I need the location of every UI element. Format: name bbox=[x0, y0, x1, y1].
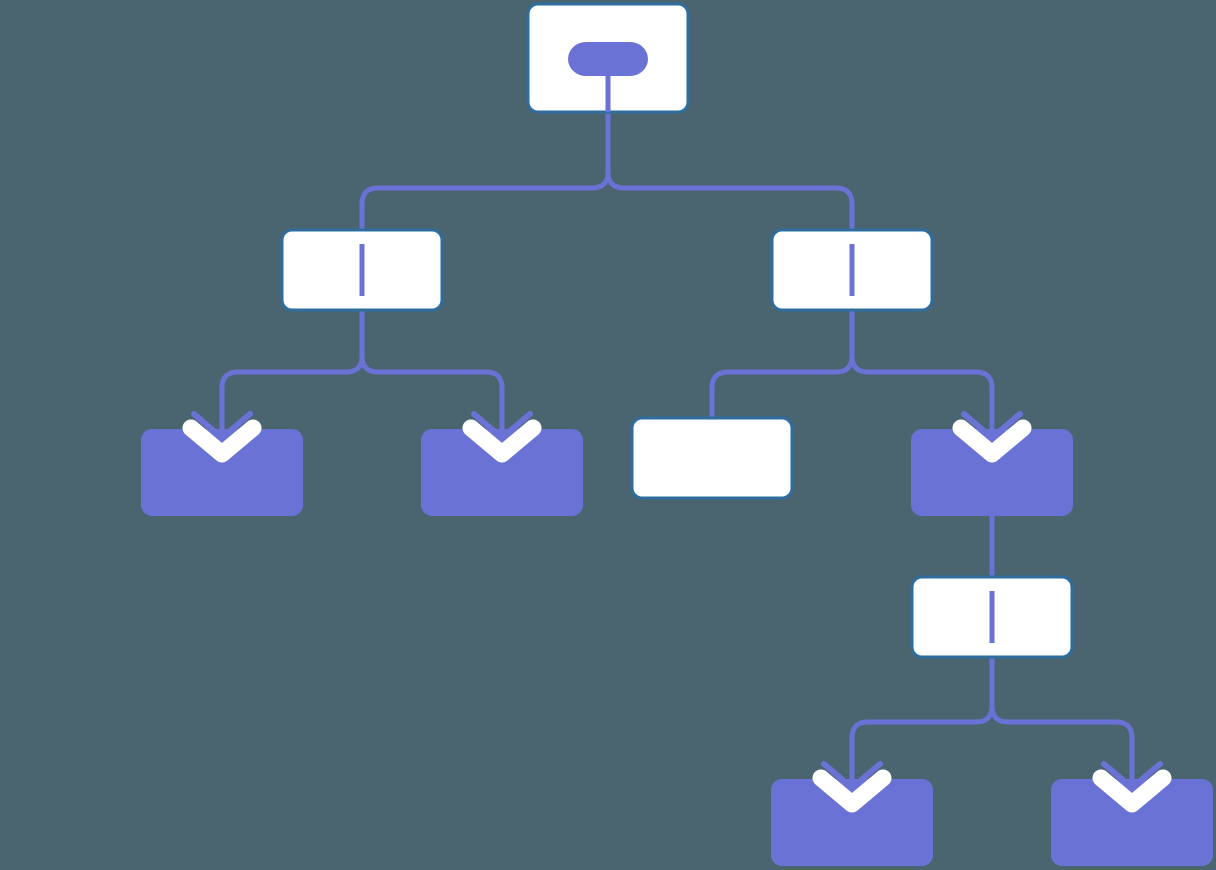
root-node[interactable] bbox=[526, 2, 690, 114]
edge-level2-left-to-leaf-b-arrowhead-highlight bbox=[462, 419, 542, 463]
edge-level4-to-leaf-b-arrowhead-highlight bbox=[1092, 769, 1172, 813]
edge-level4-to-leaf-a-arrowhead-highlight bbox=[812, 769, 892, 813]
level5-leaf-b[interactable] bbox=[1051, 779, 1213, 866]
edge-level2-right-to-branch-node bbox=[849, 294, 995, 438]
edge-level2-right-to-branch-node-arrowhead-highlight bbox=[952, 419, 1032, 463]
edge-level4-to-leaf-a-arrowhead-point bbox=[821, 761, 883, 791]
level3-branch-node[interactable] bbox=[911, 429, 1073, 516]
arrowhead-layer bbox=[182, 411, 1172, 813]
level5-leaf-b-box[interactable] bbox=[1051, 779, 1213, 866]
level3-branch-node-box[interactable] bbox=[911, 429, 1073, 516]
level3-leaf-b[interactable] bbox=[421, 429, 583, 516]
level2-right-node[interactable] bbox=[770, 228, 934, 312]
level5-leaf-a-box[interactable] bbox=[771, 779, 933, 866]
node-layer bbox=[141, 2, 1213, 866]
level4-node[interactable] bbox=[910, 575, 1074, 659]
edge-level4-to-leaf-b-arrowhead bbox=[1092, 761, 1172, 813]
edge-level2-right-to-branch-node-arrowhead-point bbox=[961, 411, 1023, 441]
level3-leaf-a-box[interactable] bbox=[141, 429, 303, 516]
edge-level2-left-to-leaf-b bbox=[359, 294, 505, 438]
level2-left-node-inner-stem bbox=[359, 244, 365, 296]
edge-level2-left-to-leaf-a-arrowhead-highlight bbox=[182, 419, 262, 463]
level2-left-node[interactable] bbox=[280, 228, 444, 312]
level3-white-node[interactable] bbox=[630, 416, 794, 500]
level4-node-inner-stem bbox=[989, 591, 995, 643]
edge-level2-right-to-branch-node-arrowhead bbox=[952, 411, 1032, 463]
level2-right-node-inner-stem bbox=[849, 244, 855, 296]
connector-layer bbox=[219, 108, 1135, 788]
edge-level2-left-to-leaf-a-arrowhead bbox=[182, 411, 262, 463]
level3-leaf-a[interactable] bbox=[141, 429, 303, 516]
edge-level4-to-leaf-b bbox=[989, 641, 1135, 788]
edge-level2-left-to-leaf-a-arrowhead-point bbox=[191, 411, 253, 441]
edge-root-to-level2-right bbox=[605, 108, 855, 246]
edge-level2-left-to-leaf-b-arrowhead-point bbox=[471, 411, 533, 441]
level3-leaf-b-box[interactable] bbox=[421, 429, 583, 516]
level3-white-node-box[interactable] bbox=[630, 416, 794, 500]
edge-level4-to-leaf-a-arrowhead bbox=[812, 761, 892, 813]
level5-leaf-a[interactable] bbox=[771, 779, 933, 866]
root-node-pill[interactable] bbox=[568, 42, 648, 76]
root-node-inner-stem bbox=[605, 74, 611, 112]
edge-level2-left-to-leaf-b-arrowhead bbox=[462, 411, 542, 463]
edge-level4-to-leaf-b-arrowhead-point bbox=[1101, 761, 1163, 791]
